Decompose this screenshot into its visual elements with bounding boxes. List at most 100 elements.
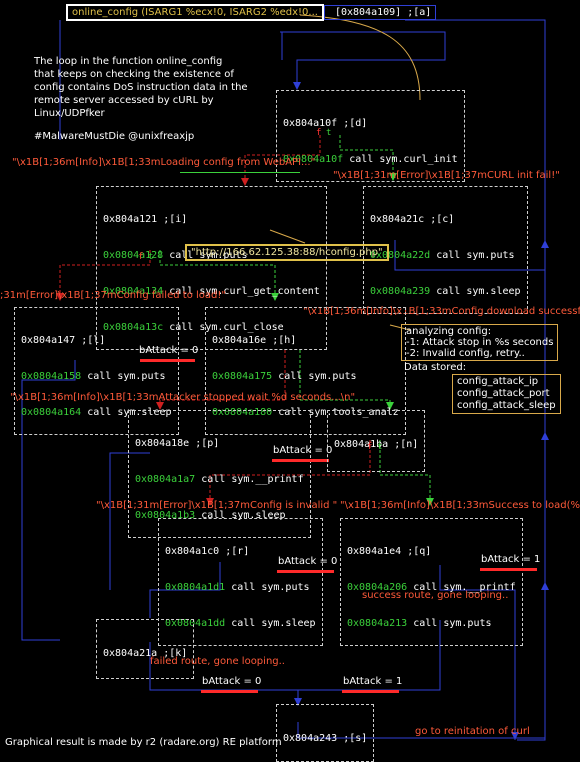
url-callout: "http://166.62.125.38:88/hconfig.php" [185, 244, 389, 261]
branch-true-label: t [377, 442, 383, 452]
instr-text: call sym.puts [407, 618, 492, 629]
description-line: remote server accessed by cURL by [34, 95, 214, 106]
instr-address: 0x0804a164 [21, 407, 82, 418]
description-line: that keeps on checking the existence of [34, 69, 234, 80]
node-s[interactable]: 0x804a243 ;[s] [276, 704, 375, 762]
analyzing-callout: analyzing config: -1: Attack stop in %s … [401, 324, 559, 361]
stored-var: config_attack_port [457, 388, 550, 399]
instr-address: 0x0804a22d [370, 250, 431, 261]
description-line: Linux/UDPfker [34, 108, 105, 119]
battack-label: bAttack = 0 [278, 556, 338, 567]
route-success: success route, gone looping.. [362, 590, 509, 601]
string-config-invalid: "\x1B[1;31m[Error]\x1B[1;37mConfig is in… [96, 500, 338, 511]
instr-text: call sym.puts [225, 582, 310, 593]
node-r[interactable]: 0x804a1c0 ;[r] 0x0804a1d1 call sym.puts … [158, 518, 323, 646]
instr-text: call sym.curl_get_content [163, 286, 320, 297]
branch-true-label: t [326, 128, 332, 138]
node-address: 0x804a21a ;[k] [103, 648, 188, 659]
analyzing-line: -2: Invalid config, retry.. [406, 348, 525, 359]
instr-address: 0x0804a1a7 [135, 474, 196, 485]
node-address: 0x804a10f ;[d] [283, 118, 368, 129]
string-config-failed: ;31m[Error]\x1B[1;37mConfig failed to lo… [0, 290, 226, 301]
node-address: 0x804a1c0 ;[r] [165, 546, 250, 557]
instr-text: call sym.curl_init [343, 154, 458, 165]
node-address: 0x804a121 ;[i] [103, 214, 188, 225]
instr-address: 0x0804a213 [347, 618, 408, 629]
instr-address: 0x0804a10f [283, 154, 344, 165]
node-address: 0x804a1ba ;[n] [334, 439, 419, 450]
instr-text: call sym.sleep [225, 618, 316, 629]
instr-text: call sym.puts [163, 250, 248, 261]
instr-text: call sym.puts [430, 250, 515, 261]
branch-false-label: f [316, 128, 322, 138]
battack-underline [277, 570, 334, 573]
battack-underline [140, 359, 195, 362]
battack-label: bAttack = 1 [481, 554, 541, 565]
instr-text: call sym.__printf [195, 474, 304, 485]
instr-text: call sym.curl_close [163, 322, 284, 333]
instr-text: call sym.sleep [430, 286, 521, 297]
function-address: [0x804a109] ;[a] [323, 5, 437, 20]
description-line: config contains DoS instruction data in … [34, 82, 248, 93]
hashtag: #MalwareMustDie @unixfreaxjp [34, 131, 195, 142]
node-i[interactable]: 0x804a121 ;[i] 0x0804a128 call sym.puts … [96, 186, 327, 350]
battack-label: bAttack = 0 [139, 345, 199, 356]
string-underline [180, 172, 300, 173]
instr-address: 0x0804a180 [212, 407, 273, 418]
instr-text: call sym.puts [81, 371, 166, 382]
instr-address: 0x0804a175 [212, 371, 273, 382]
instr-address: 0x0804a206 [347, 582, 408, 593]
analyzing-line: analyzing config: [406, 326, 492, 337]
node-n[interactable]: 0x804a1ba ;[n] [327, 410, 426, 472]
node-address: 0x804a21c ;[c] [370, 214, 455, 225]
stored-var: config_attack_ip [457, 376, 539, 387]
route-reinit: go to reinitation of curl [415, 726, 530, 737]
string-success-load: "\x1B[1;36m[Info]\x1B[1;33mSuccess to lo… [340, 500, 580, 511]
node-k[interactable]: 0x804a21a ;[k] [96, 619, 195, 679]
node-address: 0x804a16e ;[h] [212, 335, 297, 346]
node-c[interactable]: 0x804a21c ;[c] 0x0804a22d call sym.puts … [363, 186, 528, 314]
battack-underline [201, 690, 258, 693]
function-banner: online_config (ISARG1 %ecx!0, ISARG2 %ed… [66, 4, 437, 21]
node-address: 0x804a1e4 ;[q] [347, 546, 432, 557]
branch-true-label: t [148, 252, 154, 262]
battack-underline [480, 568, 537, 571]
string-loading: "\x1B[1;36m[Info]\x1B[1;33mLoading confi… [12, 157, 316, 168]
description-line: The loop in the function online_config [34, 56, 223, 67]
function-signature: online_config (ISARG1 %ecx!0, ISARG2 %ed… [66, 4, 324, 21]
instr-text: call sym.sleep [195, 510, 286, 521]
battack-label: bAttack = 0 [273, 445, 333, 456]
instr-text: call sym.tools_analz [272, 407, 399, 418]
branch-false-label: f [138, 252, 144, 262]
node-q[interactable]: 0x804a1e4 ;[q] 0x0804a206 call sym.__pri… [340, 518, 523, 646]
instr-address: 0x0804a239 [370, 286, 431, 297]
string-attacker-stopped: "\x1B[1;36m[Info]\x1B[1;33mAttacker stop… [10, 392, 356, 403]
instr-text: call sym.__printf [407, 582, 516, 593]
instr-text: call sym.puts [272, 371, 357, 382]
stored-var: config_attack_sleep [457, 400, 556, 411]
data-stored-callout: config_attack_ip config_attack_port conf… [452, 374, 561, 414]
node-address: 0x804a147 ;[l] [21, 335, 106, 346]
battack-underline [272, 459, 329, 462]
url-text: "http://166.62.125.38:88/hconfig.php" [191, 247, 383, 258]
instr-address: 0x0804a1b3 [135, 510, 196, 521]
battack-label: bAttack = 0 [202, 676, 262, 687]
instr-address: 0x0804a13c [103, 322, 164, 333]
string-download-ok: "\x1B[1;36m[Info]\x1B[1;33mConfig downlo… [303, 306, 580, 317]
route-failed: failed route, gone looping.. [150, 656, 285, 667]
branch-false-label: f [367, 442, 373, 452]
node-p[interactable]: 0x804a18e ;[p] 0x0804a1a7 call sym.__pri… [128, 410, 311, 538]
data-stored-label: Data stored: [404, 362, 467, 373]
description: The loop in the function online_config t… [34, 55, 248, 143]
instr-address: 0x0804a158 [21, 371, 82, 382]
node-d[interactable]: 0x804a10f ;[d] 0x0804a10f call sym.curl_… [276, 90, 465, 182]
node-h[interactable]: 0x804a16e ;[h] 0x0804a175 call sym.puts … [205, 307, 406, 435]
node-l[interactable]: 0x804a147 ;[l] 0x0804a158 call sym.puts … [14, 307, 179, 435]
node-address: 0x804a18e ;[p] [135, 438, 220, 449]
string-curl-fail: "\x1B[1;31m[Error]\x1B[1;37mCURL init fa… [333, 170, 560, 181]
analyzing-line: -1: Attack stop in %s seconds [406, 337, 554, 348]
instr-address: 0x0804a1dd [165, 618, 226, 629]
node-address: 0x804a243 ;[s] [283, 733, 368, 744]
instr-address: 0x0804a128 [103, 250, 164, 261]
